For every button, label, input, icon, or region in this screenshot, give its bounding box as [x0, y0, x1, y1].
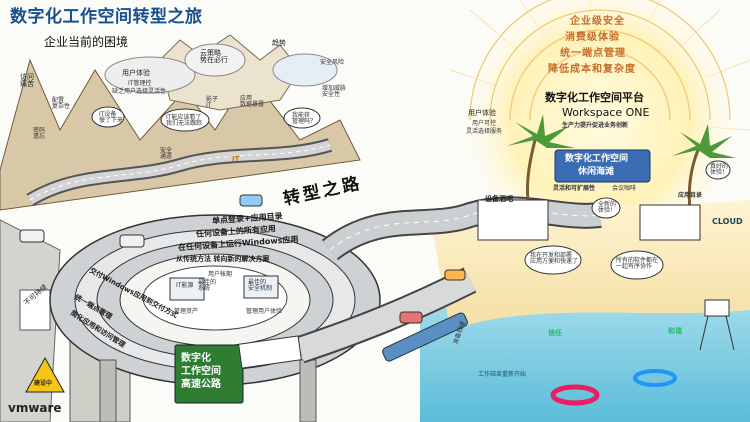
ring-inner-right: 管理用户体验: [246, 308, 283, 315]
platform-name: Workspace ONE: [562, 106, 650, 119]
device-bar-sign: 设备酒吧: [485, 195, 513, 203]
page-title: 数字化工作空间转型之旅: [10, 7, 203, 27]
under-construction-sign: 建设中: [34, 380, 53, 387]
sky-unified-endpoint: 统一端点管理: [560, 48, 626, 59]
sky-consumer-experience: 消费级体验: [565, 32, 620, 43]
bubble-can-manage: 我能获 管理吗？: [292, 112, 317, 125]
platform-title: 数字化工作空间平台: [545, 91, 644, 104]
ring-note-3: 最佳的 系统: [198, 279, 217, 292]
label-security-risk: 安全风险: [320, 59, 345, 66]
ring-note-4: 最佳的 安全机制: [248, 279, 273, 292]
label-cloud-policy: 云策略 势在必行: [200, 49, 228, 64]
lake-label: 工作结束重新开始: [478, 371, 527, 378]
app-catalog-sign: 应用目录: [678, 192, 703, 199]
ring-inner-left: 管理资产: [174, 308, 199, 315]
label-user-exp-left-sub2: 缺乏用户选择灵活性: [112, 88, 167, 95]
bubble-good-experience: 真好的 体验！: [710, 163, 729, 176]
ring-note-2: 用户帐期: [208, 271, 233, 278]
spiral-highway: [49, 214, 381, 422]
ring-note-1: IT能源: [176, 282, 194, 289]
beach-sign-line1: 数字化工作空间: [565, 154, 629, 164]
label-trust: 信任: [548, 329, 562, 337]
sky-enterprise-security: 企业级安全: [570, 16, 625, 27]
label-access-pain: 访问 痛苦: [20, 73, 34, 88]
sky-reduce-cost: 降低成本和复杂度: [548, 64, 636, 75]
it-sign: IT: [232, 155, 240, 163]
label-user-exp-right-sub2: 灵活选择服务: [466, 128, 503, 135]
highway-sign: 数字化 工作空间 高速公路: [181, 353, 221, 390]
beach-sign-line2: 休闲海滩: [578, 167, 615, 177]
label-config-complexity: 配置 复杂性: [52, 97, 71, 110]
cloud-sign: CLOUD: [712, 217, 743, 226]
page-subtitle: 企业当前的困境: [44, 35, 129, 49]
label-shadow-it: 影子 IT: [206, 96, 219, 109]
cafe-label: 会议咖啡: [612, 185, 637, 192]
label-app-data: 应用 数据暴露: [240, 95, 265, 108]
label-password-forgot: 密码 遗忘: [33, 127, 46, 140]
label-security-threat: 增加威胁 安全性: [322, 85, 347, 98]
vmware-logo: vmware: [8, 401, 62, 415]
platform-sub: 生产力提升促进业务创新: [562, 122, 629, 129]
bubble-it-slow: IT设备 慢了下来: [99, 111, 124, 124]
bubble-new-experience: 全新的 体验！: [598, 201, 617, 214]
label-user-exp-right-sub1: 用户可控: [472, 120, 497, 127]
bubble-cannot-track: IT能应该看了 我们无法跟踪: [166, 114, 203, 127]
beach-sub: 灵活和可扩展性: [553, 185, 596, 192]
label-peace: 和谐: [668, 327, 682, 335]
ring-line-4: 从传统方法 转向新的解决方案: [176, 255, 270, 263]
label-user-exp-right: 用户体验: [468, 109, 496, 117]
label-trend: 趋势: [272, 39, 286, 47]
label-user-exp-left: 用户体验: [122, 69, 150, 77]
bubble-dev-deploy: 我在开发和部署 应用方便和快速了: [530, 252, 579, 265]
bubble-software-collab: 所有的软件都在 一起有序协作: [616, 257, 659, 270]
label-user-exp-left-sub1: IT管理控: [128, 80, 152, 87]
label-safe-route: 安全 通道: [160, 147, 173, 160]
